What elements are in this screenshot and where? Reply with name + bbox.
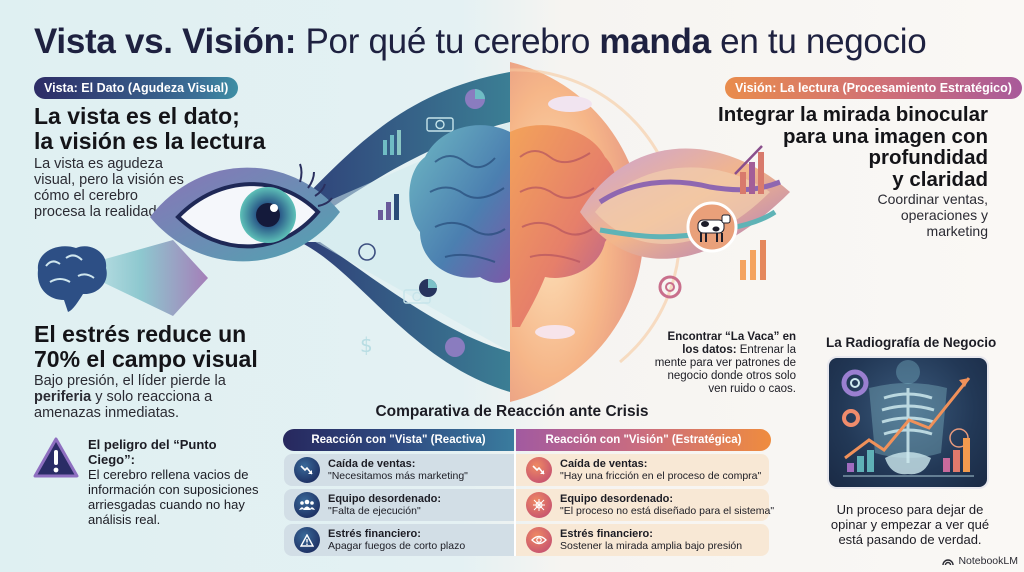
svg-text:$: $ [360, 333, 373, 357]
vista-row-sales: Caída de ventas:"Necesitamos más marketi… [284, 454, 514, 486]
xray-skeleton-chart-icon [841, 360, 974, 477]
vision-desc-line2: operaciones y [900, 207, 988, 223]
vision-heading-line2: para una imagen con [782, 124, 988, 148]
stress-description: Bajo presión, el líder pierde la perifer… [34, 373, 234, 421]
row-title: Estrés financiero: [328, 528, 421, 540]
row-title: Estrés financiero: [560, 528, 653, 540]
stress-heading-line2: 70% el campo visual [34, 346, 258, 372]
title-text-end: en tu negocio [710, 22, 927, 61]
xray-caption: Un proceso para dejar de opinar y empeza… [830, 502, 990, 547]
row-text: Equipo desordenado:"Falta de ejecución" [328, 493, 441, 517]
row-title: Equipo desordenado: [328, 493, 442, 505]
stress-text-pre: Bajo presión, el líder pierde la [34, 373, 226, 389]
vision-heading-line3: profundidad [868, 146, 988, 169]
vista-pill: Vista: El Dato (Agudeza Visual) [34, 77, 239, 99]
title-emphasis: manda [599, 22, 711, 61]
title-bold-part: Vista vs. Visión: [34, 22, 297, 61]
row-text: Equipo desordenado:"El proceso no está d… [560, 493, 774, 517]
row-body: "Necesitamos más marketing" [328, 470, 468, 482]
row-title: Caída de ventas: [560, 458, 648, 470]
vista-heading-line1: La vista es el dato; [34, 103, 240, 129]
brand-label: NotebookLM [958, 555, 1018, 567]
network-icon [526, 492, 552, 518]
notebooklm-logo-icon [942, 559, 955, 566]
eye-icon [526, 527, 552, 553]
row-text: Estrés financiero:Sostener la mirada amp… [560, 528, 742, 552]
row-body: "Hay una fricción en el proceso de compr… [560, 470, 762, 482]
comparison-title: Comparativa de Reacción ante Crisis [375, 403, 649, 420]
row-text: Caída de ventas:"Necesitamos más marketi… [328, 458, 468, 482]
vision-desc-line1: Coordinar ventas, [877, 191, 988, 207]
page-title: Vista vs. Visión: Por qué tu cerebro man… [34, 22, 927, 62]
vista-heading-line2: la visión es la lectura [34, 128, 266, 154]
stress-heading: El estrés reduce un 70% el campo visual [34, 322, 258, 372]
warning-icon [294, 527, 320, 553]
vision-row-sales: Caída de ventas:"Hay una fricción en el … [516, 454, 769, 486]
row-body: Apagar fuegos de corto plazo [328, 540, 466, 552]
team-icon [294, 492, 320, 518]
eye-brain-illustration: $ [150, 62, 790, 402]
row-body: Sostener la mirada amplia bajo presión [560, 540, 743, 552]
vista-heading: La vista es el dato; la visión es la lec… [34, 104, 265, 154]
stress-text-bold: periferia [34, 389, 92, 405]
cow-caption: Encontrar “La Vaca” en los datos: Entren… [650, 331, 796, 396]
row-text: Estrés financiero:Apagar fuegos de corto… [328, 528, 465, 552]
vista-row-finance: Estrés financiero:Apagar fuegos de corto… [284, 524, 514, 556]
vista-row-team: Equipo desordenado:"Falta de ejecución" [284, 489, 514, 521]
vista-column-header: Reacción con "Vista" (Reactiva) [283, 429, 514, 451]
trend-down-icon [294, 457, 320, 483]
vision-heading-line4: y claridad [892, 167, 988, 191]
blind-spot-body: El cerebro rellena vacios de información… [88, 467, 259, 527]
stress-heading-line1: El estrés reduce un [34, 321, 247, 347]
notebooklm-brand: NotebookLM [942, 555, 1018, 567]
vision-row-finance: Estrés financiero:Sostener la mirada amp… [516, 524, 769, 556]
title-text-part: Por qué tu cerebro [296, 22, 600, 61]
blind-spot-note: El peligro del “Punto Ciego”: El cerebro… [88, 437, 263, 527]
trend-down-icon [526, 457, 552, 483]
blind-spot-title: El peligro del “Punto Ciego”: [88, 437, 217, 467]
vision-heading: Integrar la mirada binocular para una im… [718, 104, 988, 190]
vision-row-team: Equipo desordenado:"El proceso no está d… [516, 489, 774, 521]
row-body: "El proceso no está diseñado para el sis… [560, 505, 775, 517]
cow-caption-body: Entrenar la mente para ver patrones de n… [654, 344, 796, 395]
small-brain-cone-icon [37, 240, 208, 316]
warning-icon [33, 437, 79, 478]
xray-image [829, 358, 987, 487]
row-title: Caída de ventas: [328, 458, 416, 470]
stress-text-post: y solo reacciona a amenazas inmediatas. [34, 389, 213, 421]
xray-title: La Radiografía de Negocio [826, 335, 997, 350]
vision-heading-line1: Integrar la mirada binocular [718, 103, 988, 126]
row-text: Caída de ventas:"Hay una fricción en el … [560, 458, 761, 482]
column-divider [514, 451, 516, 556]
vision-column-header: Reacción con "Visión" (Estratégica) [516, 429, 771, 451]
row-title: Equipo desordenado: [560, 493, 674, 505]
row-body: "Falta de ejecución" [328, 505, 421, 517]
vista-description: La vista es agudeza visual, pero la visi… [34, 156, 184, 220]
vision-desc-line3: marketing [926, 223, 988, 239]
vision-description: Coordinar ventas, operaciones y marketin… [877, 191, 988, 239]
cow-caption-bold: Encontrar “La Vaca” en los datos: [667, 331, 796, 356]
vision-pill: Visión: La lectura (Procesamiento Estrat… [725, 77, 1022, 99]
